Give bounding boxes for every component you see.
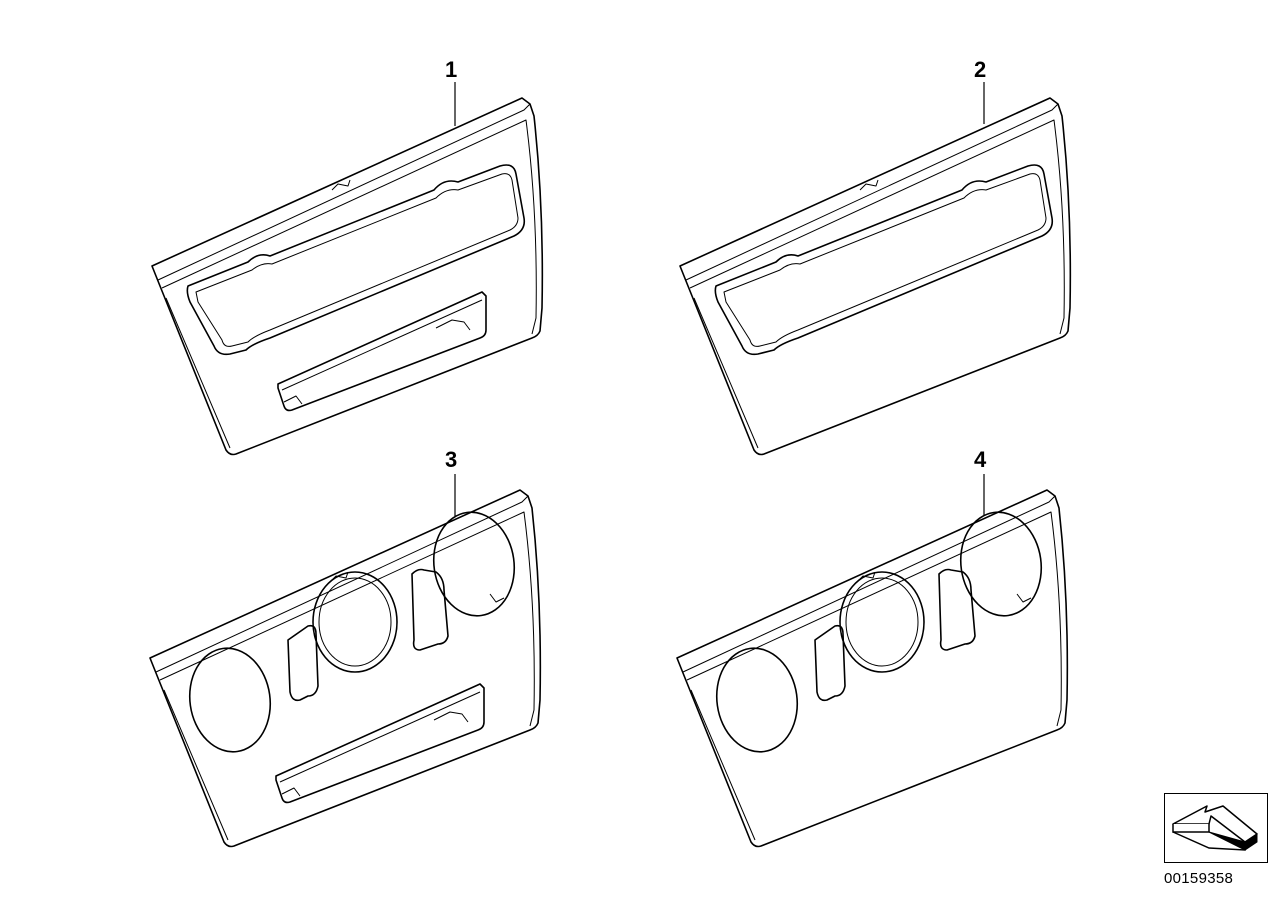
part-3-callout: 3 [445,447,457,472]
part-2-radio-trim [679,82,1072,456]
reference-arrow-box [1164,793,1268,863]
part-4-climate-trim [676,474,1069,848]
part-1-callout: 1 [445,57,457,82]
part-4-callout: 4 [974,447,987,472]
part-1-radio-trim [151,82,544,456]
reference-number: 00159358 [1164,870,1234,887]
part-3-climate-trim [149,474,542,848]
arrow-direction-icon [1172,805,1258,851]
part-2-callout: 2 [974,57,986,82]
